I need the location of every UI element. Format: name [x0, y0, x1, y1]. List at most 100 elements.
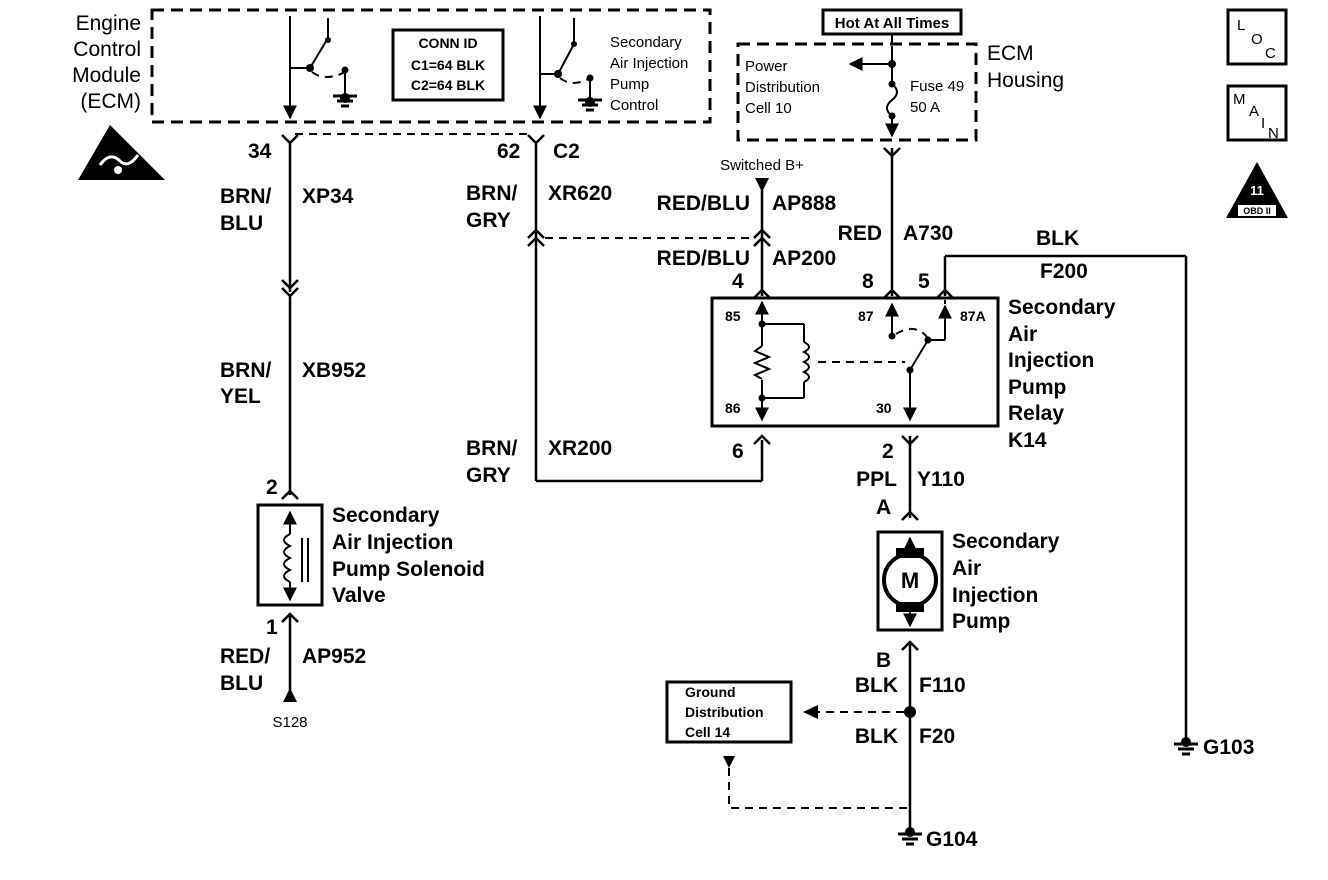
ground-splice-dot [904, 706, 916, 718]
ground-g103: G103 [1203, 736, 1254, 759]
wire-f110-f20: B BLK F110 BLK F20 G104 [803, 640, 978, 851]
loc-l: L [1237, 17, 1245, 34]
xr200-color-1: BRN/ [466, 437, 517, 460]
loc-badge: L O C [1226, 8, 1288, 66]
f200-circuit: F200 [1040, 260, 1088, 283]
a730-circuit: A730 [903, 222, 953, 245]
valve-name-2: Air Injection [332, 531, 453, 554]
pump-control-4: Control [610, 97, 658, 114]
ap952-color-2: BLU [220, 672, 263, 695]
pin-34: 34 [248, 140, 272, 163]
conn-c2-label: C2 [553, 140, 580, 163]
wire-xb952: BRN/ YEL XB952 2 [220, 296, 366, 500]
relay-pin-5: 5 [918, 270, 930, 293]
wire-xr620: 62 C2 BRN/ GRY XR620 [466, 134, 612, 481]
switched-b-label: Switched B+ [720, 157, 804, 174]
xr200-circuit: XR200 [548, 437, 612, 460]
main-badge: M A I N [1226, 84, 1288, 142]
gdc-line-1: Ground [685, 684, 736, 700]
ecm-housing-1: ECM [987, 42, 1034, 65]
pump-control-2: Air Injection [610, 55, 688, 72]
ground-distribution-cell: Ground Distribution Cell 14 [665, 680, 910, 809]
gdc-line-2: Distribution [685, 704, 764, 720]
xb952-color-2: YEL [220, 385, 261, 408]
pin-62: 62 [497, 140, 520, 163]
xr620-color-1: BRN/ [466, 182, 517, 205]
pump-name-3: Injection [952, 584, 1038, 607]
pump-name-1: Secondary [952, 530, 1060, 553]
pump-name-4: Pump [952, 610, 1010, 633]
relay-pin-8: 8 [862, 270, 874, 293]
wire-a730: RED A730 8 [838, 147, 953, 299]
esd-warning-icon [78, 125, 165, 180]
fuse-label-2: 50 A [910, 99, 940, 116]
xr620-color-2: GRY [466, 209, 511, 232]
relay-k14: 85 86 87 87A 30 Secondary Air Injection … [710, 296, 1116, 452]
relay-name-3: Injection [1008, 349, 1094, 372]
hot-at-all-times: Hot At All Times [835, 15, 949, 32]
wire-f200: 5 BLK F200 G103 [918, 227, 1254, 759]
valve-pin-1: 1 [266, 616, 278, 639]
relay-coil-icon [801, 341, 810, 383]
relay-name-6: K14 [1008, 429, 1047, 452]
xr620-circuit: XR620 [548, 182, 612, 205]
obd-label: OBD II [1243, 206, 1271, 216]
ap200-color: RED/BLU [657, 247, 750, 270]
fuse-label-1: Fuse 49 [910, 78, 964, 95]
xp34-circuit: XP34 [302, 185, 354, 208]
valve-pin-2: 2 [266, 476, 278, 499]
ecm-title-1: Engine [76, 12, 141, 35]
power-distribution: Hot At All Times Power Distribution Cell… [736, 8, 1064, 142]
relay-term-87: 87 [858, 308, 874, 324]
f110-color: BLK [855, 674, 898, 697]
valve-name-3: Pump Solenoid [332, 558, 485, 581]
ap888-color: RED/BLU [657, 192, 750, 215]
fuse-49-icon [886, 83, 898, 117]
relay-pin-6: 6 [732, 440, 744, 463]
ecm-title-3: Module [72, 64, 141, 87]
ecm-module: Engine Control Module (ECM) CONN ID C1=6… [72, 8, 712, 124]
relay-name-2: Air [1008, 323, 1037, 346]
xr200-color-2: GRY [466, 464, 511, 487]
ecm-housing-2: Housing [987, 69, 1064, 92]
pump-name-2: Air [952, 557, 981, 580]
wire-ap888-ap200: Switched B+ RED/BLU AP888 RED/BLU AP200 … [657, 157, 837, 299]
obd-number: 11 [1250, 183, 1264, 198]
relay-name-5: Relay [1008, 402, 1064, 425]
relay-term-30: 30 [876, 400, 892, 416]
main-m: M [1233, 91, 1246, 108]
ground-g104: G104 [926, 828, 978, 851]
ap888-circuit: AP888 [772, 192, 837, 215]
air-injection-pump: M Secondary Air Injection Pump [876, 530, 1060, 633]
ecm-internal-switch-left [283, 16, 357, 120]
pdc-line-3: Cell 10 [745, 100, 792, 117]
main-i: I [1261, 115, 1265, 132]
xp34-color-1: BRN/ [220, 185, 271, 208]
gdc-line-3: Cell 14 [685, 724, 730, 740]
main-a: A [1249, 103, 1259, 120]
xb952-color-1: BRN/ [220, 359, 271, 382]
f20-color: BLK [855, 725, 898, 748]
relay-term-87a: 87A [960, 308, 986, 324]
wire-xp34: 34 BRN/ BLU XP34 [220, 134, 354, 298]
valve-name-1: Secondary [332, 504, 440, 527]
conn-c2: C2=64 BLK [411, 77, 485, 93]
relay-term-86: 86 [725, 400, 741, 416]
wire-y110: 2 PPL Y110 A [856, 435, 965, 521]
f200-color: BLK [1036, 227, 1079, 250]
ap952-circuit: AP952 [302, 645, 366, 668]
pump-control-3: Pump [610, 76, 649, 93]
f20-circuit: F20 [919, 725, 955, 748]
relay-pin-2: 2 [882, 440, 894, 463]
motor-symbol: M [901, 568, 919, 593]
y110-circuit: Y110 [917, 468, 965, 491]
wire-ap952: 1 RED/ BLU AP952 S128 [220, 612, 366, 731]
xp34-color-2: BLU [220, 212, 263, 235]
pump-control-1: Secondary [610, 34, 682, 51]
relay-name-1: Secondary [1008, 296, 1116, 319]
wire-xr200: BRN/ GRY XR200 6 [466, 434, 771, 487]
relay-name-4: Pump [1008, 376, 1066, 399]
ap952-color-1: RED/ [220, 645, 270, 668]
relay-resistor-icon [752, 345, 772, 380]
